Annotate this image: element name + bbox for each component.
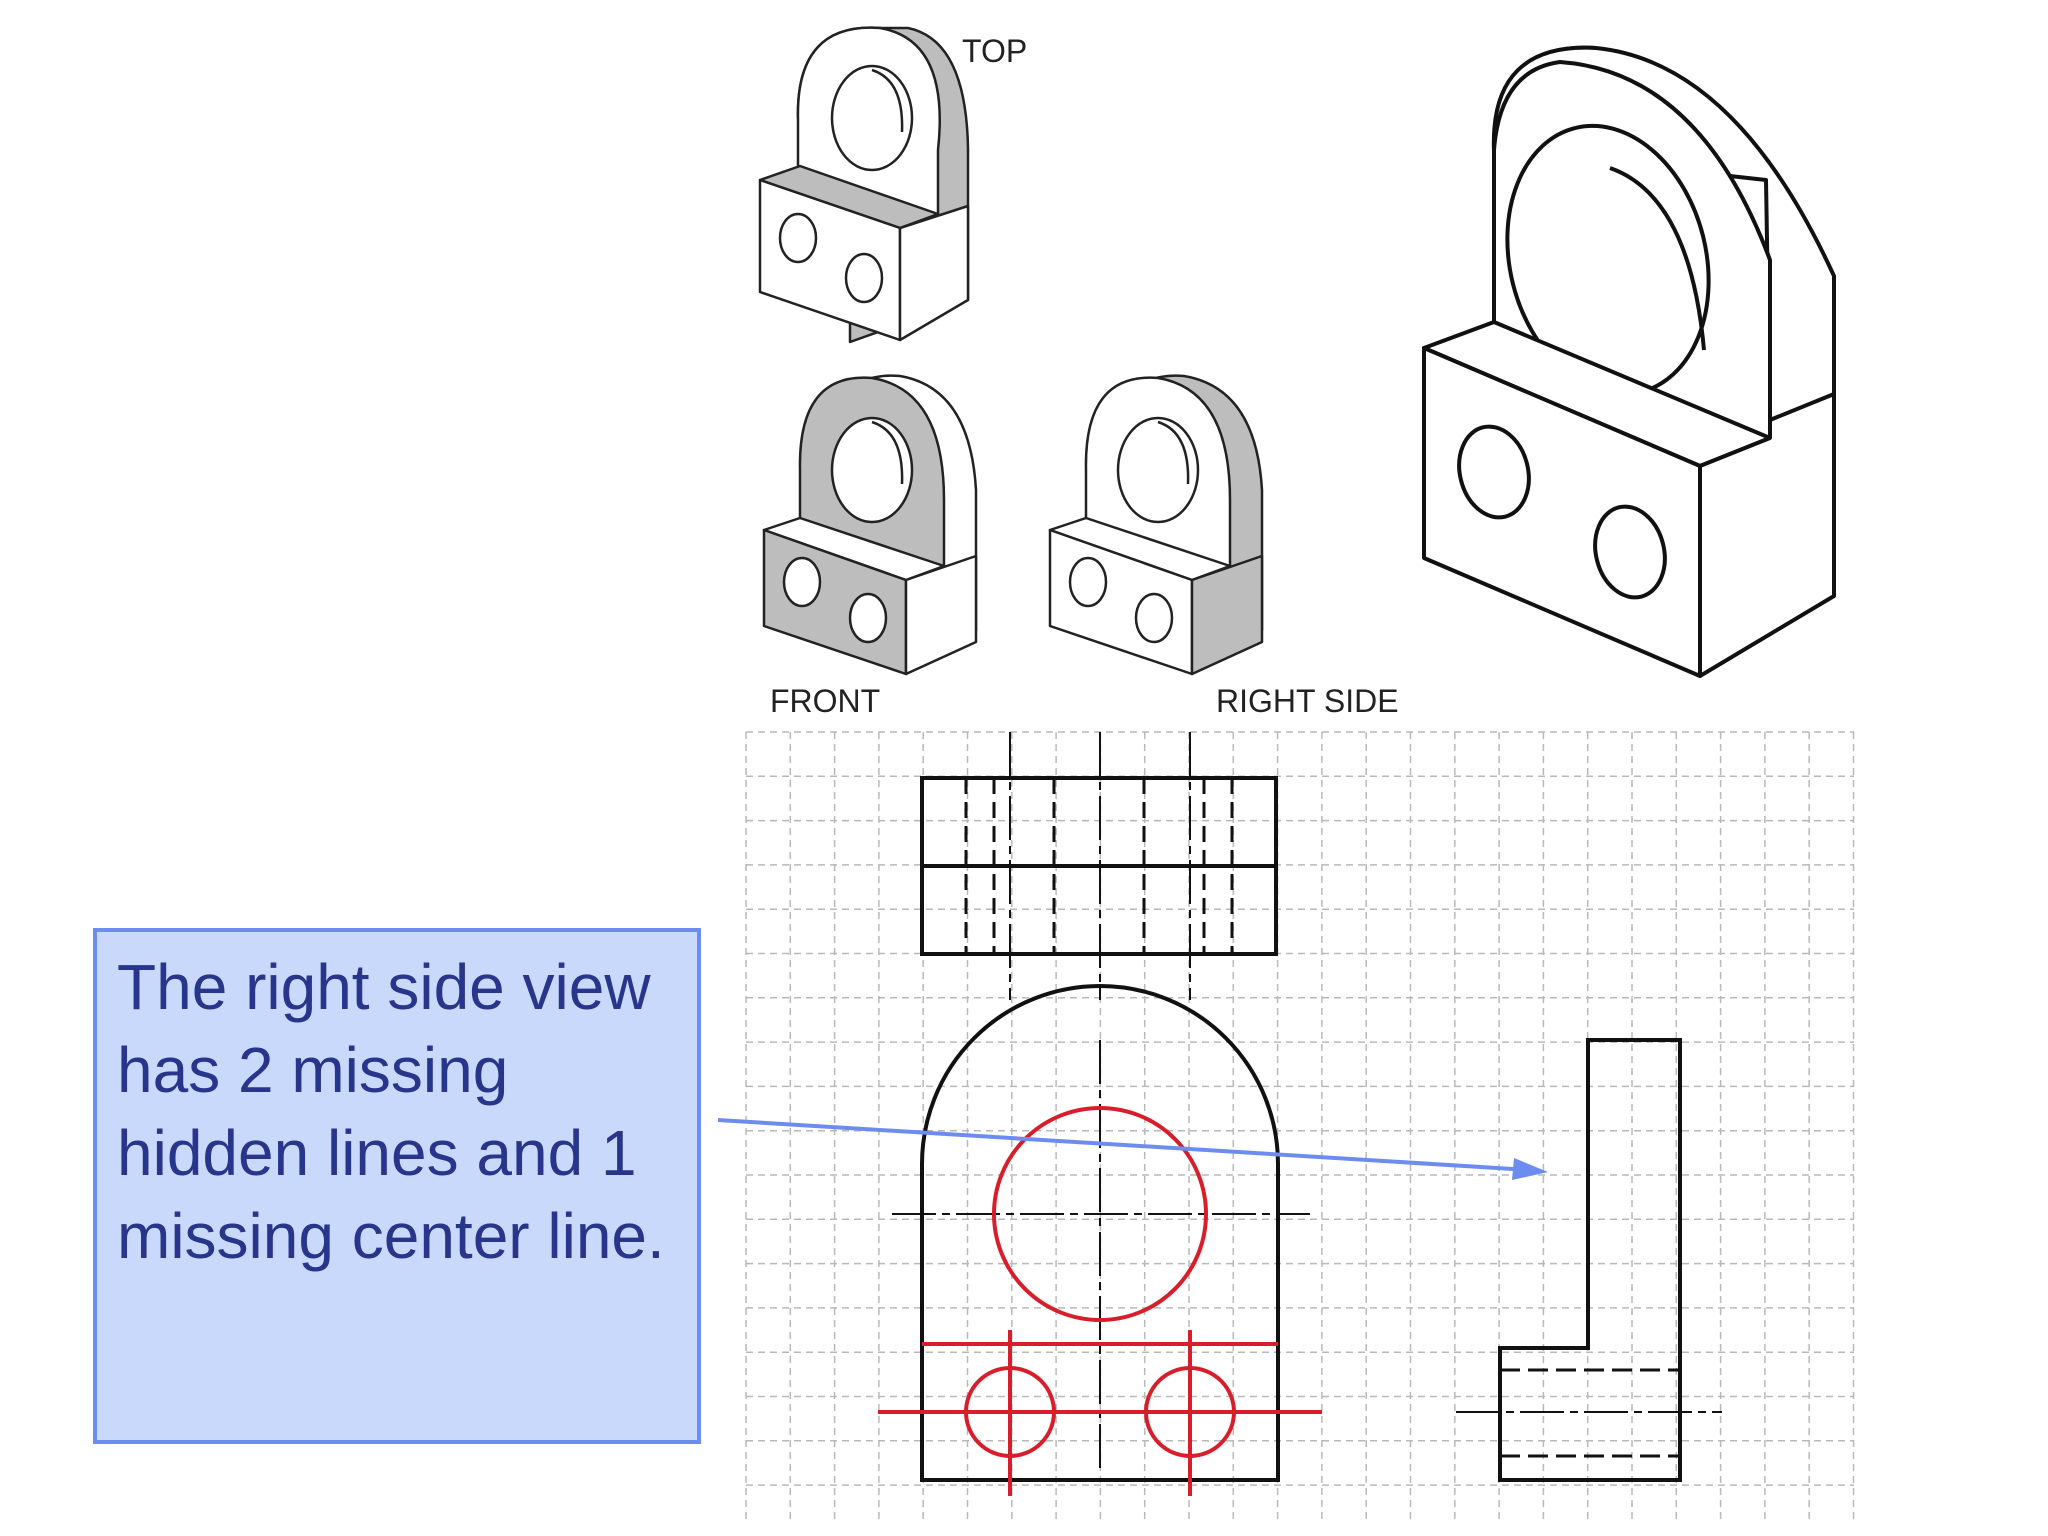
iso-front-view — [762, 374, 978, 676]
grid-paper — [745, 731, 1855, 1520]
callout-arrow — [717, 1118, 1548, 1180]
ortho-top-view — [920, 732, 1278, 1000]
label-right-side: RIGHT SIDE — [1216, 683, 1399, 719]
iso-right-side-view — [1048, 374, 1264, 676]
ortho-right-side-view — [1456, 1038, 1722, 1482]
red-highlights — [878, 1106, 1322, 1496]
callout-text: The right side view has 2 missing hidden… — [117, 951, 665, 1272]
iso-large-part — [1422, 45, 1836, 678]
label-front: FRONT — [770, 683, 880, 719]
annotation-callout: The right side view has 2 missing hidden… — [93, 928, 701, 1444]
iso-top-view — [758, 26, 970, 344]
label-top: TOP — [962, 33, 1027, 69]
ortho-front-view — [878, 984, 1322, 1496]
